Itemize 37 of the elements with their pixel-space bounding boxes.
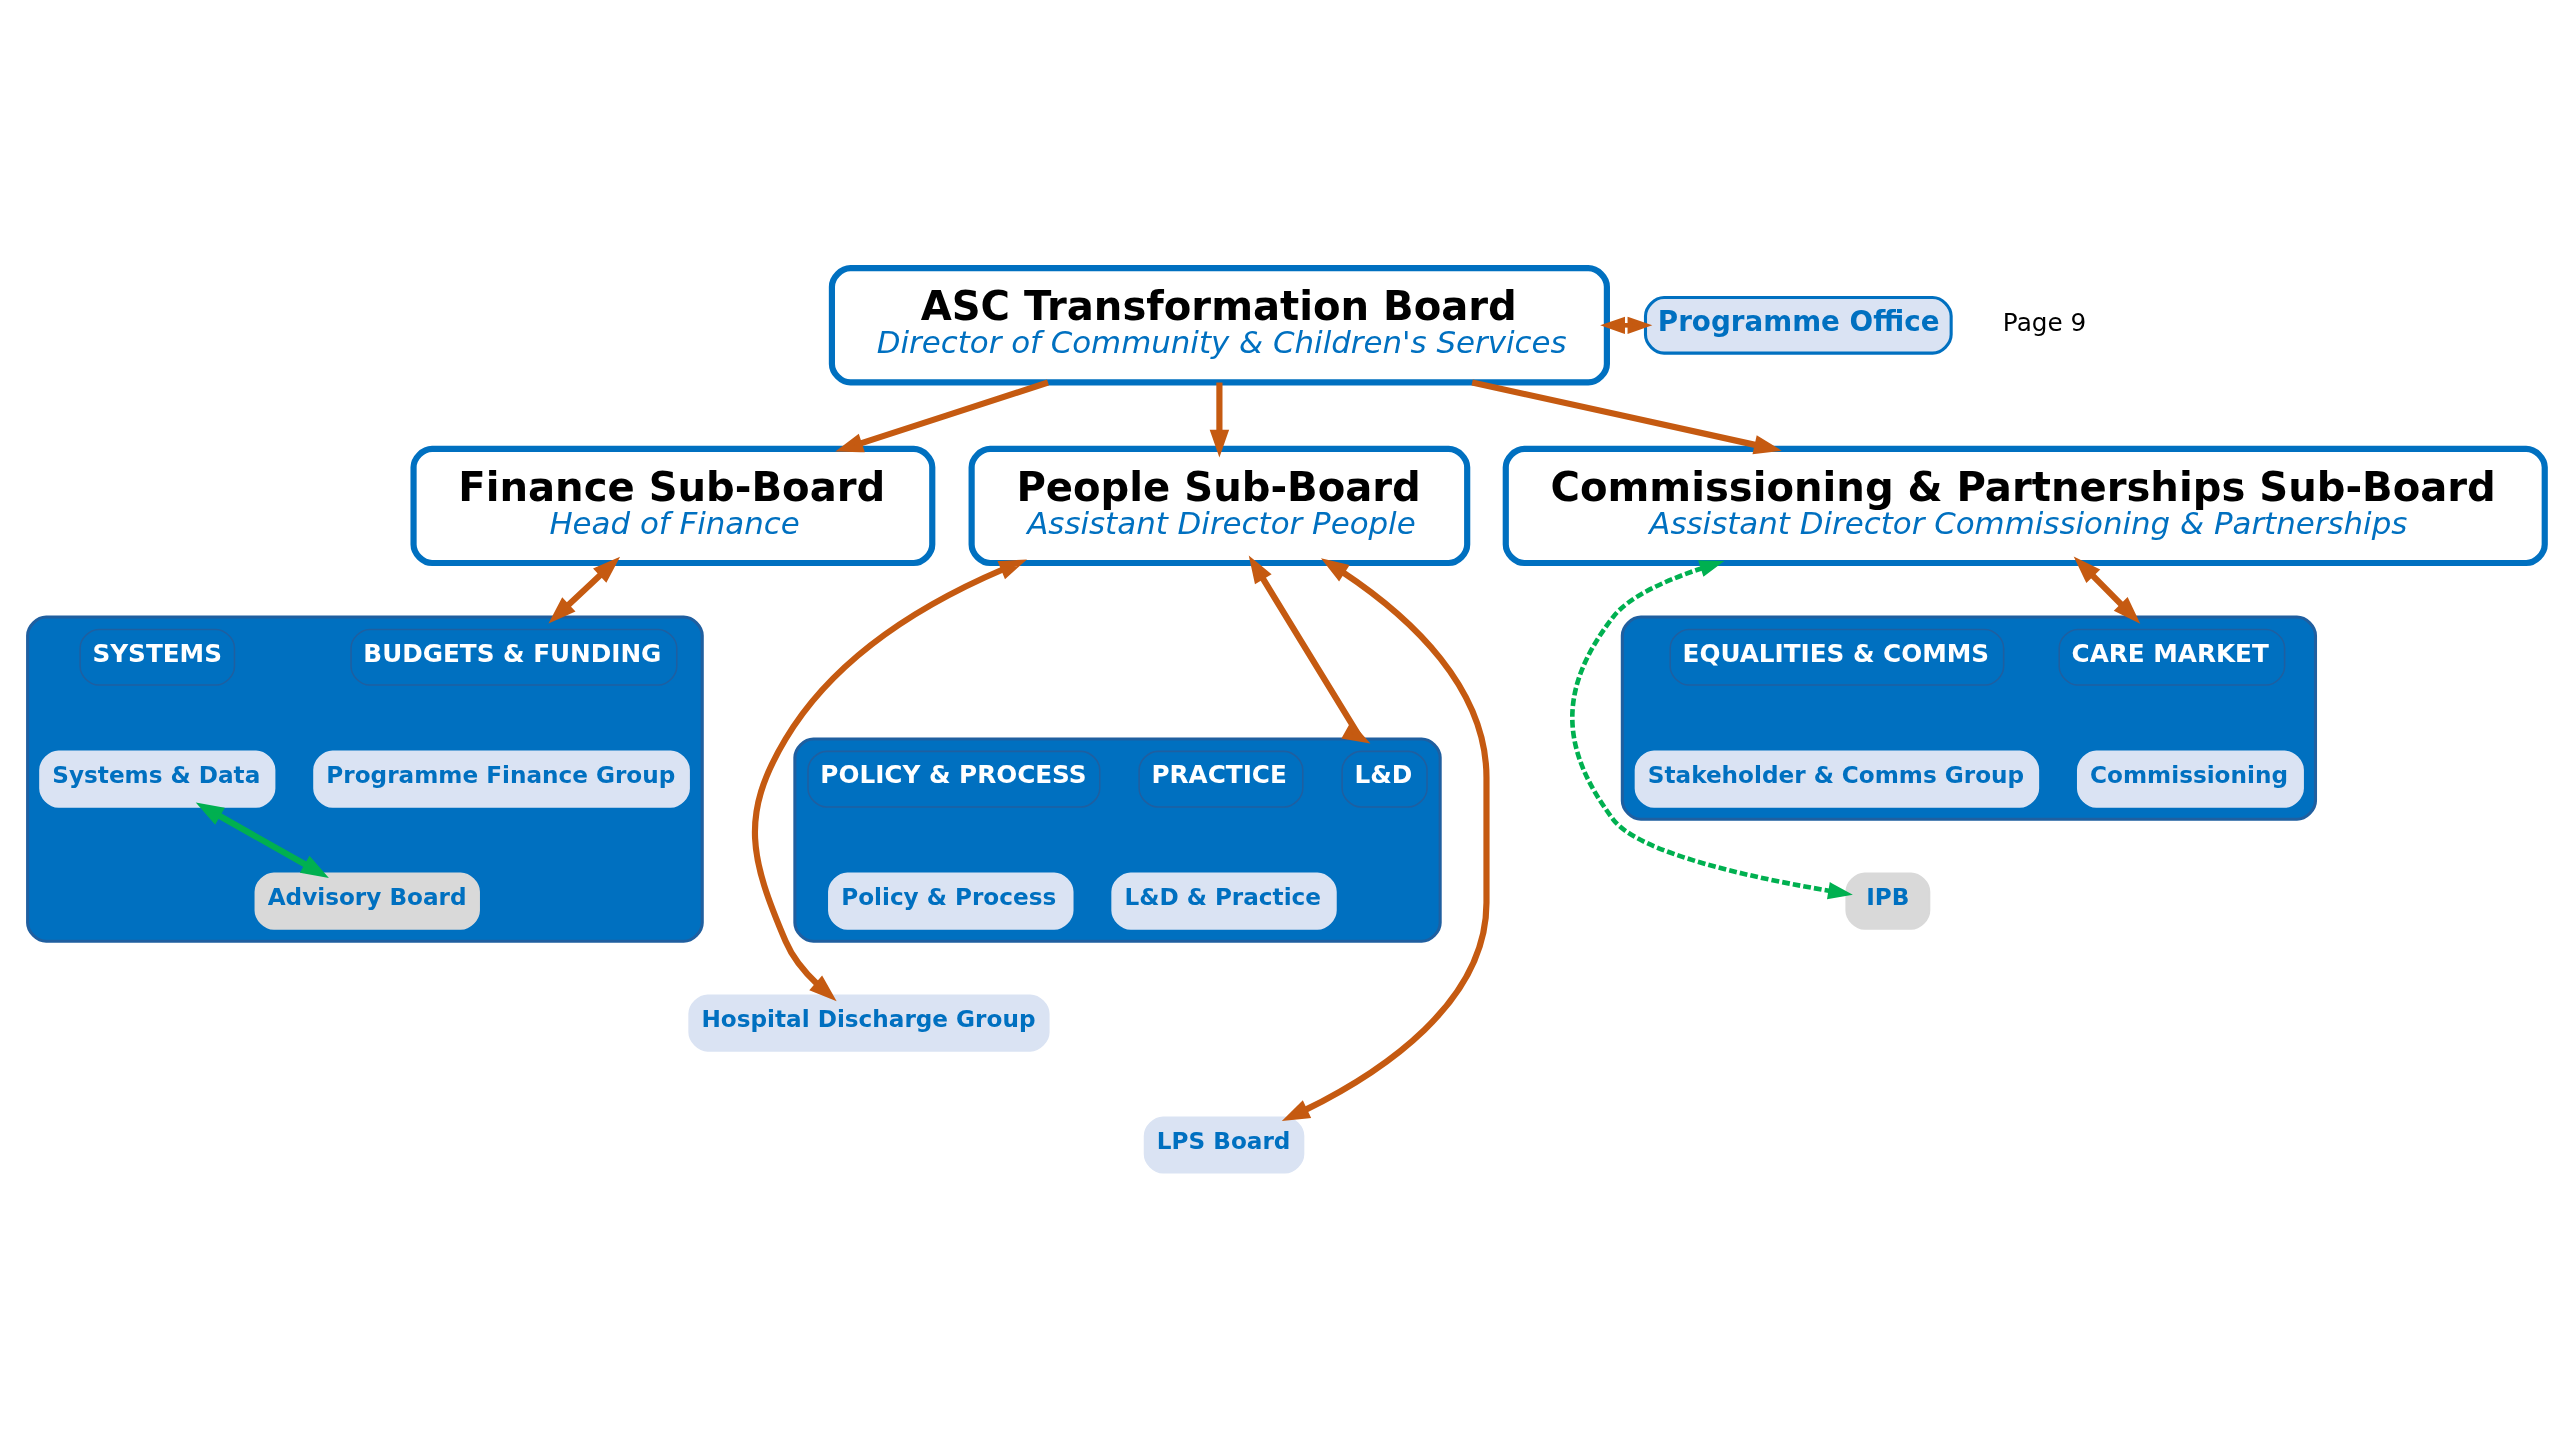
arrow [548, 556, 621, 623]
node-box: Commissioning & Partnerships Sub-Board Assistant Director Commissioning & Partnerships [1502, 445, 2548, 566]
node-box: CARE MARKET [2058, 628, 2286, 686]
label: Page 9 [2002, 307, 2087, 337]
node-box: People Sub-Board Assistant Director People [968, 445, 1471, 566]
arrow [195, 802, 329, 878]
arrow [1248, 554, 1371, 744]
node-box: LPS Board [1143, 1116, 1305, 1174]
arrow [1600, 316, 1653, 334]
arrow [1209, 382, 1230, 458]
node-box: ASC Transformation Board Director of Community & Children's Services [828, 264, 1610, 385]
node-box: Programme Office [1643, 295, 1953, 355]
node-box: Systems & Data [39, 750, 276, 808]
node-box: IPB [1845, 872, 1931, 930]
node-box: POLICY & PROCESS [807, 750, 1101, 808]
arrow [752, 558, 1027, 1001]
arrow [1570, 559, 1853, 899]
node-box: Stakeholder & Comms Group [1634, 750, 2040, 808]
node-box: Policy & Process [828, 872, 1074, 930]
cluster [26, 615, 704, 943]
cluster [1620, 615, 2318, 821]
node-box: L&D & Practice [1111, 872, 1337, 930]
node-box: L&D [1341, 750, 1428, 808]
arrow [835, 379, 1049, 452]
arrow [2073, 555, 2141, 624]
node-box: Finance Sub-Board Head of Finance [410, 445, 936, 566]
node-box: PRACTICE [1138, 750, 1304, 808]
arrow [1281, 557, 1490, 1121]
node-box: BUDGETS & FUNDING [350, 628, 678, 686]
node-box: EQUALITIES & COMMS [1669, 628, 2005, 686]
node-box: SYSTEMS [79, 628, 236, 686]
node-box: Hospital Discharge Group [688, 994, 1050, 1052]
node-box: Programme Finance Group [313, 750, 690, 808]
node-box: Advisory Board [254, 872, 480, 930]
arrow [1471, 379, 1782, 454]
node-box: Commissioning [2076, 750, 2304, 808]
cluster [793, 737, 1442, 943]
